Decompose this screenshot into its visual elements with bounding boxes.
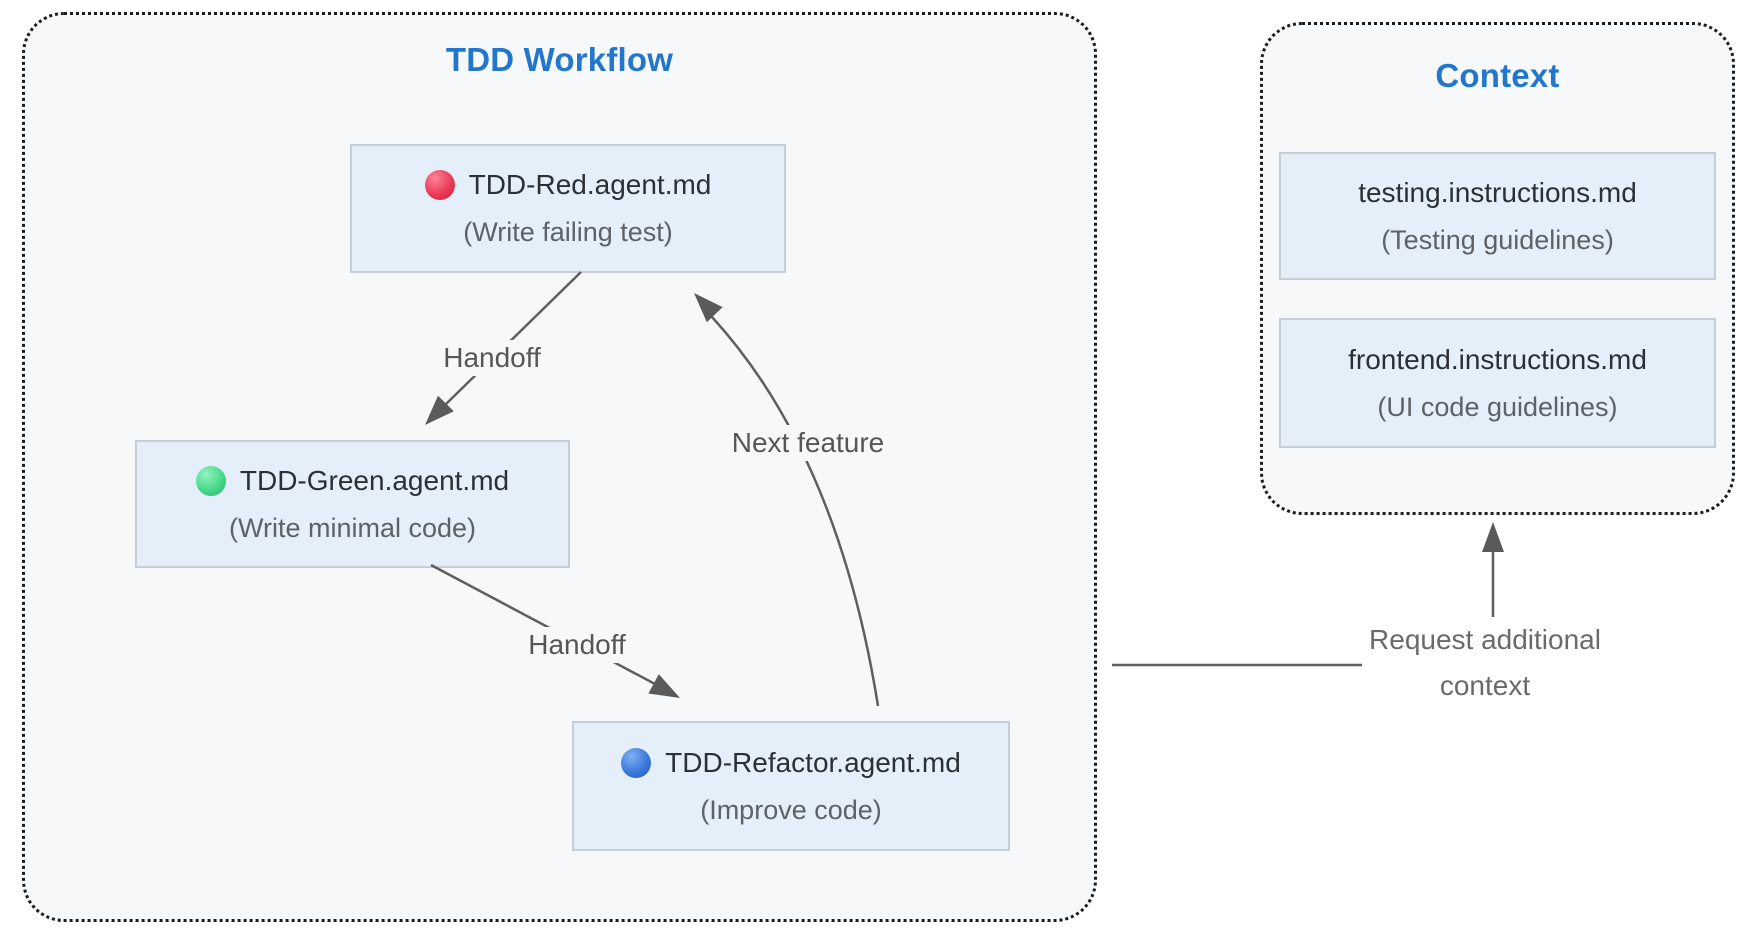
- edge-label-request-additional-context: Request additional context: [1363, 617, 1607, 709]
- edge-label-handoff-2: Handoff: [520, 627, 634, 663]
- cluster-title-tdd-workflow: TDD Workflow: [445, 41, 674, 78]
- cluster-title-context: Context: [1435, 57, 1560, 94]
- cluster-context: Context testing.instructions.md (Testing…: [1260, 22, 1735, 515]
- node-title-row: TDD-Green.agent.md: [195, 464, 510, 497]
- node-subtitle: (Testing guidelines): [1381, 224, 1614, 255]
- arrowhead-icon: [1482, 522, 1504, 552]
- green-circle-icon: [195, 465, 226, 496]
- red-circle-icon: [424, 170, 455, 200]
- node-subtitle: (Write minimal code): [228, 512, 477, 543]
- node-title: frontend.instructions.md: [1348, 343, 1647, 375]
- edge-label-line: context: [1439, 670, 1531, 701]
- node-title: testing.instructions.md: [1358, 176, 1637, 208]
- node-tdd-green-agent: TDD-Green.agent.md (Write minimal code): [135, 440, 570, 568]
- node-subtitle: (Improve code): [700, 794, 882, 825]
- cluster-tdd-workflow: TDD Workflow TDD-Red.agent.md (Write fai…: [22, 12, 1097, 922]
- node-subtitle: (Write failing test): [463, 217, 673, 247]
- node-title: TDD-Refactor.agent.md: [665, 746, 961, 778]
- node-title-row: testing.instructions.md: [1358, 177, 1637, 209]
- node-title-row: TDD-Red.agent.md: [424, 169, 712, 201]
- node-title: TDD-Green.agent.md: [239, 464, 510, 496]
- node-tdd-refactor-agent: TDD-Refactor.agent.md (Improve code): [572, 721, 1010, 851]
- node-title-row: TDD-Refactor.agent.md: [621, 747, 961, 779]
- node-frontend-instructions: frontend.instructions.md (UI code guidel…: [1279, 318, 1716, 448]
- edge-label-handoff-1: Handoff: [435, 340, 549, 376]
- edge-label-next-feature: Next feature: [723, 425, 893, 461]
- node-title-row: frontend.instructions.md: [1348, 344, 1647, 376]
- node-title: TDD-Red.agent.md: [468, 169, 712, 200]
- node-tdd-red-agent: TDD-Red.agent.md (Write failing test): [350, 144, 786, 273]
- blue-circle-icon: [621, 747, 652, 778]
- edge-label-line: Request additional: [1369, 624, 1601, 655]
- node-testing-instructions: testing.instructions.md (Testing guideli…: [1279, 152, 1716, 280]
- node-subtitle: (UI code guidelines): [1377, 391, 1618, 422]
